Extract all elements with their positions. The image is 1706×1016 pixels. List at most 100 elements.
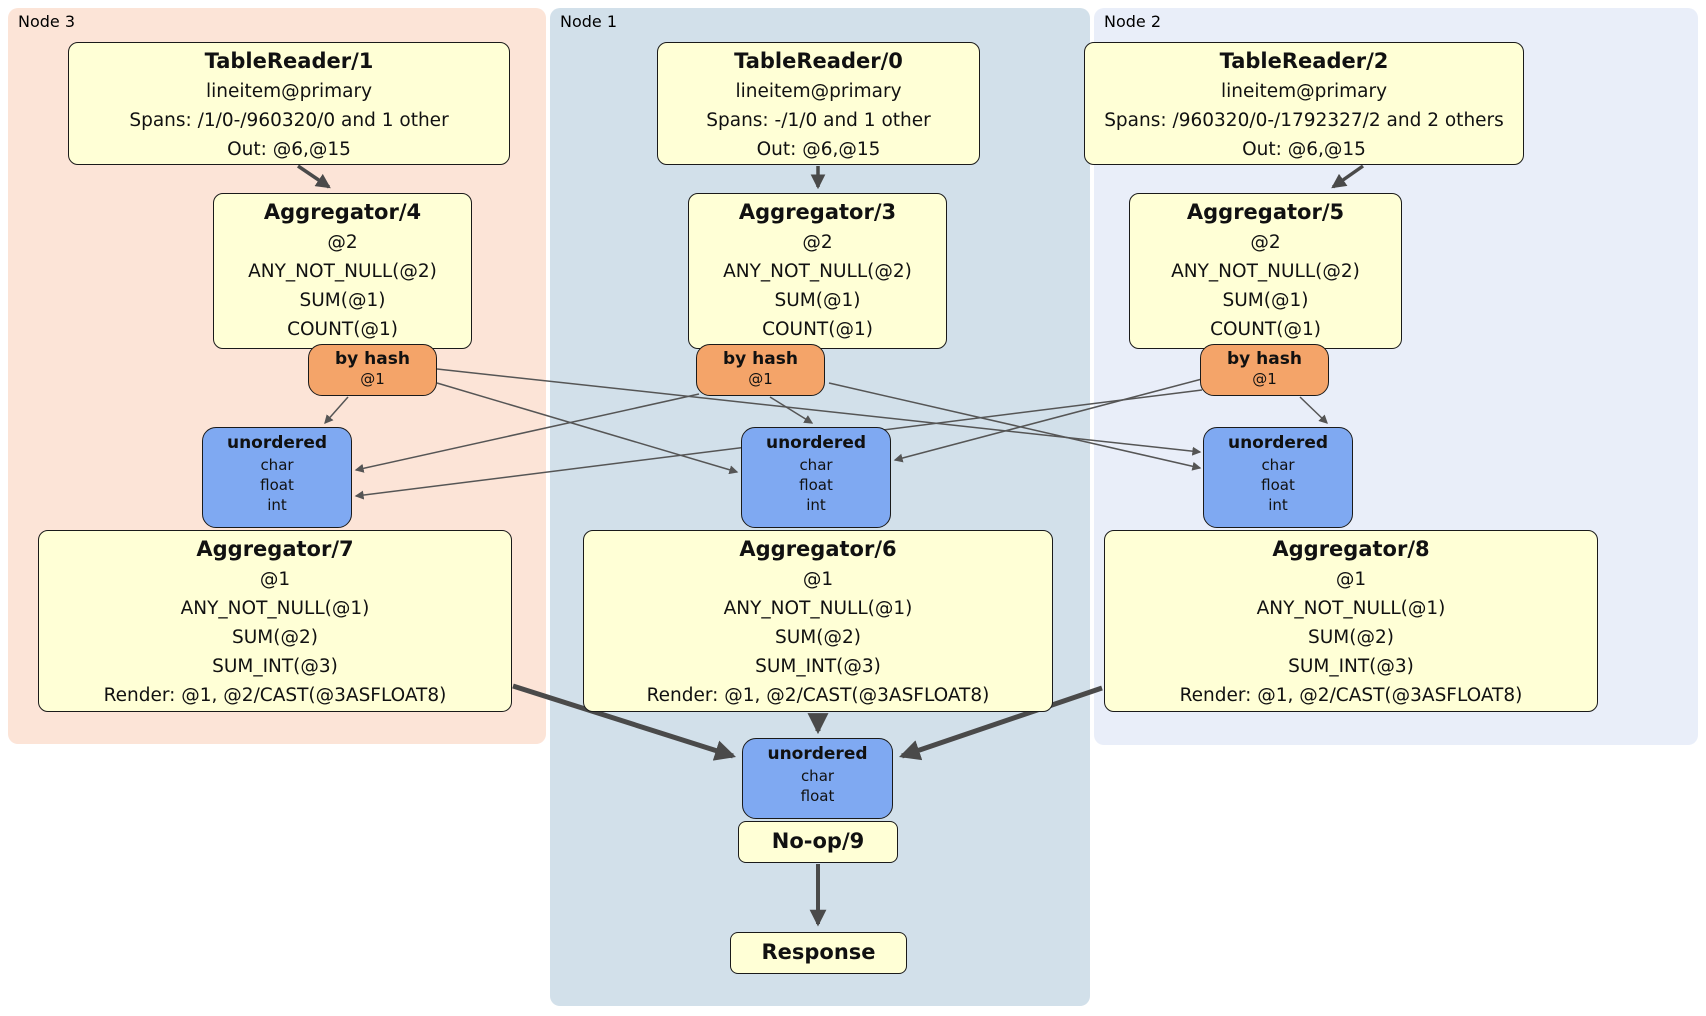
table-reader-0-spans: Spans: -/1/0 and 1 other: [706, 110, 931, 131]
aggregator-3-box: Aggregator/3 @2 ANY_NOT_NULL(@2) SUM(@1)…: [688, 193, 947, 349]
stream-node2-type: float: [1261, 476, 1295, 494]
aggregator-7-fn: SUM_INT(@3): [212, 656, 338, 677]
table-reader-2-spans: Spans: /960320/0-/1792327/2 and 2 others: [1104, 110, 1504, 131]
aggregator-5-fn: COUNT(@1): [1210, 319, 1321, 340]
aggregator-8-render: Render: @1, @2/CAST(@3ASFLOAT8): [1179, 685, 1523, 706]
aggregator-8-fn: SUM_INT(@3): [1288, 656, 1414, 677]
aggregator-4-title: Aggregator/4: [263, 200, 422, 224]
hash-router-node2: by hash @1: [1200, 344, 1329, 396]
edge-hash2-to-stream1: [893, 378, 1203, 463]
stream-node1-type: int: [806, 496, 826, 514]
edge-agg7-to-sink-stream: [512, 683, 737, 761]
edge-hash1-to-stream3: [354, 393, 700, 473]
edge-tr1-to-agg4: [297, 164, 331, 189]
hash-router-node3-title: by hash: [335, 349, 410, 369]
stream-node2: unordered char float int: [1203, 427, 1353, 528]
aggregator-7-box: Aggregator/7 @1 ANY_NOT_NULL(@1) SUM(@2)…: [38, 530, 512, 712]
stream-node1-title: unordered: [765, 433, 867, 453]
aggregator-3-fn: SUM(@1): [774, 290, 861, 311]
edge-hash3-to-stream3: [324, 396, 349, 425]
table-reader-1-box: TableReader/1 lineitem@primary Spans: /1…: [68, 42, 510, 165]
aggregator-8-box: Aggregator/8 @1 ANY_NOT_NULL(@1) SUM(@2)…: [1104, 530, 1598, 712]
aggregator-3-fn: ANY_NOT_NULL(@2): [723, 261, 912, 282]
aggregator-6-fn: ANY_NOT_NULL(@1): [723, 598, 913, 619]
aggregator-7-fn: SUM(@2): [232, 627, 318, 648]
table-reader-0-box: TableReader/0 lineitem@primary Spans: -/…: [657, 42, 980, 165]
stream-node3-title: unordered: [226, 433, 328, 453]
hash-router-node1: by hash @1: [696, 344, 825, 396]
table-reader-1-out: Out: @6,@15: [227, 139, 351, 160]
aggregator-5-fn: ANY_NOT_NULL(@2): [1171, 261, 1360, 282]
aggregator-8-fn: ANY_NOT_NULL(@1): [1256, 598, 1446, 619]
stream-node2-type: int: [1268, 496, 1288, 514]
aggregator-4-fn: COUNT(@1): [287, 319, 398, 340]
hash-router-node2-key: @1: [1252, 370, 1277, 388]
sink-stream-type: float: [800, 787, 835, 805]
hash-router-node1-key: @1: [748, 370, 773, 388]
node3-label: Node 3: [18, 12, 76, 31]
response-box: Response: [730, 932, 907, 974]
aggregator-3-title: Aggregator/3: [738, 200, 897, 224]
stream-node2-title: unordered: [1227, 433, 1329, 453]
table-reader-2-index: lineitem@primary: [1220, 81, 1388, 102]
hash-router-node3-key: @1: [360, 370, 385, 388]
edge-hash2-to-stream2: [1299, 396, 1328, 424]
table-reader-0-index: lineitem@primary: [735, 81, 902, 102]
hash-router-node2-title: by hash: [1227, 349, 1302, 369]
stream-node2-type: char: [1261, 456, 1295, 474]
aggregator-3-fn: COUNT(@1): [762, 319, 873, 340]
aggregator-6-groupby: @1: [802, 569, 834, 590]
aggregator-6-title: Aggregator/6: [739, 537, 897, 561]
aggregator-4-fn: SUM(@1): [299, 290, 386, 311]
sink-stream-title: unordered: [767, 744, 868, 764]
edge-agg8-to-sink-stream: [899, 685, 1103, 761]
edge-tr2-to-agg5: [1331, 164, 1365, 189]
aggregator-6-fn: SUM_INT(@3): [755, 656, 881, 677]
hash-router-node3: by hash @1: [308, 344, 437, 396]
table-reader-2-box: TableReader/2 lineitem@primary Spans: /9…: [1084, 42, 1524, 165]
aggregator-6-fn: SUM(@2): [775, 627, 861, 648]
stream-node1: unordered char float int: [741, 427, 891, 528]
stream-node3-type: float: [260, 476, 294, 494]
aggregator-7-fn: ANY_NOT_NULL(@1): [180, 598, 370, 619]
table-reader-1-title: TableReader/1: [204, 49, 374, 73]
stream-node3-type: char: [260, 456, 294, 474]
aggregator-8-fn: SUM(@2): [1308, 627, 1394, 648]
aggregator-4-box: Aggregator/4 @2 ANY_NOT_NULL(@2) SUM(@1)…: [213, 193, 472, 349]
stream-node1-type: char: [799, 456, 833, 474]
aggregator-6-box: Aggregator/6 @1 ANY_NOT_NULL(@1) SUM(@2)…: [583, 530, 1053, 712]
table-reader-0-title: TableReader/0: [734, 49, 903, 73]
stream-node3: unordered char float int: [202, 427, 352, 528]
table-reader-0-out: Out: @6,@15: [756, 139, 881, 160]
aggregator-4-fn: ANY_NOT_NULL(@2): [248, 261, 437, 282]
stream-node3-type: int: [267, 496, 287, 514]
table-reader-1-spans: Spans: /1/0-/960320/0 and 1 other: [129, 110, 449, 131]
node1-label: Node 1: [560, 12, 618, 31]
aggregator-5-fn: SUM(@1): [1222, 290, 1309, 311]
aggregator-5-groupby: @2: [1250, 232, 1281, 253]
hash-router-node1-title: by hash: [723, 349, 798, 369]
aggregator-7-title: Aggregator/7: [196, 537, 354, 561]
aggregator-4-groupby: @2: [327, 232, 358, 253]
table-reader-2-title: TableReader/2: [1219, 49, 1389, 73]
noop-box: No-op/9: [738, 821, 898, 863]
noop-title: No-op/9: [771, 829, 865, 853]
sink-stream: unordered char float: [742, 738, 893, 819]
aggregator-5-box: Aggregator/5 @2 ANY_NOT_NULL(@2) SUM(@1)…: [1129, 193, 1402, 349]
aggregator-7-groupby: @1: [259, 569, 291, 590]
aggregator-6-render: Render: @1, @2/CAST(@3ASFLOAT8): [646, 685, 990, 706]
table-reader-2-out: Out: @6,@15: [1242, 139, 1366, 160]
table-reader-1-index: lineitem@primary: [205, 81, 373, 102]
aggregator-8-title: Aggregator/8: [1272, 537, 1430, 561]
edge-hash1-to-stream2: [828, 382, 1202, 471]
aggregator-5-title: Aggregator/5: [1186, 200, 1345, 224]
node2-label: Node 2: [1104, 12, 1162, 31]
response-title: Response: [761, 940, 876, 964]
edge-hash3-to-stream1: [436, 382, 739, 475]
sink-stream-type: char: [800, 767, 835, 785]
aggregator-3-groupby: @2: [802, 232, 833, 253]
aggregator-8-groupby: @1: [1335, 569, 1367, 590]
edge-hash1-to-stream1: [769, 396, 814, 424]
